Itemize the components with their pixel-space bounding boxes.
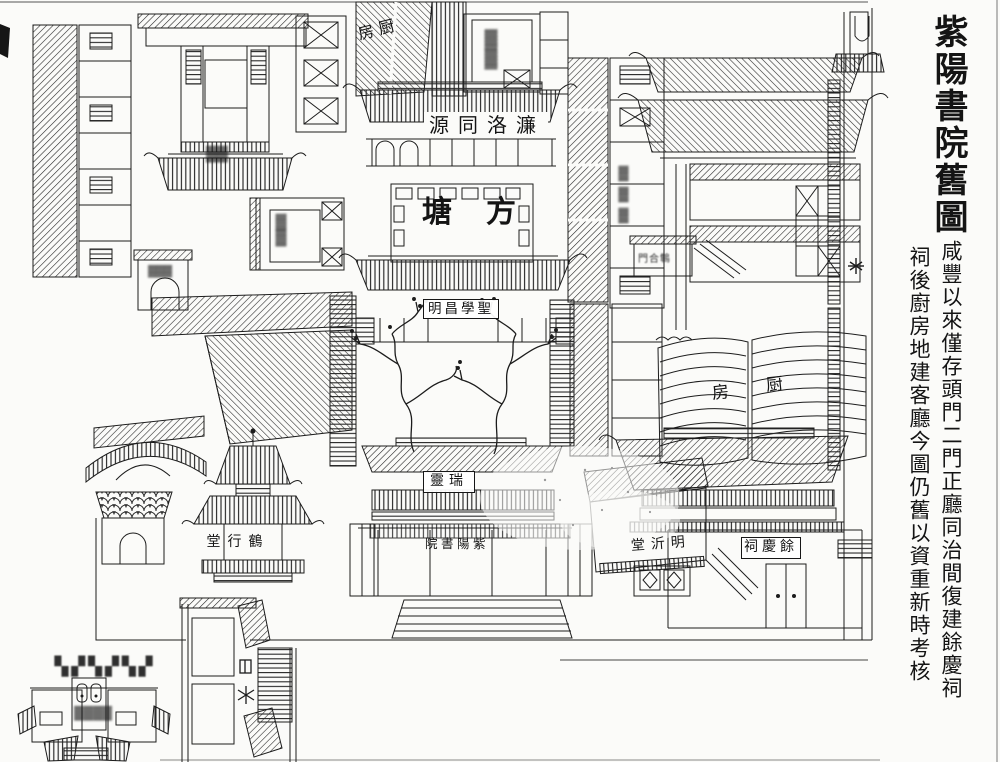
- plaque-main-gate-ziyang: 院書陽紫: [424, 536, 489, 551]
- axis-top-buildings: [355, 1, 569, 97]
- corridor-character-marks: [237, 659, 255, 704]
- illegible-strip-east-range: ▓▓▓: [616, 166, 631, 229]
- annotation-column-left: 祠後廚房地建客廳今圖仍舊以資重新時考核: [907, 246, 931, 683]
- kitchen-label-east-chu: 厨: [765, 374, 784, 395]
- arched-bridge: [85, 415, 207, 484]
- plaque-pavilion-hall: 堂行鶴: [206, 535, 270, 550]
- east-boundary-wall: [827, 8, 885, 640]
- illegible-label-top-center: ▓▓: [481, 28, 501, 68]
- lianluo-gate: [342, 81, 578, 167]
- side-gate-label: 門合鶽: [638, 254, 671, 265]
- pond-label-fangtang: 塘方: [422, 196, 550, 229]
- west-hall-roofs: [151, 291, 353, 445]
- river-front-inset: [17, 677, 171, 762]
- west-range: [32, 24, 132, 278]
- east-inner-range: [567, 57, 747, 457]
- west-second-hall: [249, 197, 345, 271]
- illegible-label-west-gate: ▓▓▓: [148, 265, 173, 277]
- plaque-lianluo-tongyuan: 源同洛濂: [429, 115, 545, 137]
- annotation-column-right: 咸豐以來僅存頭門二門正廳同治間復建餘慶祠: [939, 240, 963, 700]
- main-gate-facade: [250, 523, 872, 661]
- plaque-shengxue-changming: 明昌學聖: [423, 299, 499, 319]
- inset-name-board: ▓▓▓▓: [74, 707, 112, 723]
- plaque-yuqing-ci: 祠慶餘: [741, 537, 801, 559]
- east-court-ranges: [675, 163, 861, 330]
- page-title: 紫陽書院舊圖: [929, 14, 966, 236]
- print-damage: [480, 446, 680, 550]
- tree-courtyard: [329, 295, 575, 467]
- inset-caption-rotated: ▞▚▞▚▞▚: [51, 656, 153, 676]
- wall-character-mark: [848, 258, 864, 274]
- octagonal-pavilion: [181, 428, 325, 583]
- scale-roof-house: [95, 491, 186, 641]
- plaque-ruiling: 靈瑞: [423, 471, 475, 493]
- northeast-hall: [617, 52, 889, 159]
- illegible-label-nw-pavilion: ▓▓: [206, 146, 228, 162]
- bottom-corridor: [179, 597, 297, 762]
- kitchen-label-east-fang: 房: [711, 382, 730, 403]
- northwest-pavilion-court: [137, 13, 347, 191]
- illegible-label-west-hall: ▓▓: [273, 214, 289, 246]
